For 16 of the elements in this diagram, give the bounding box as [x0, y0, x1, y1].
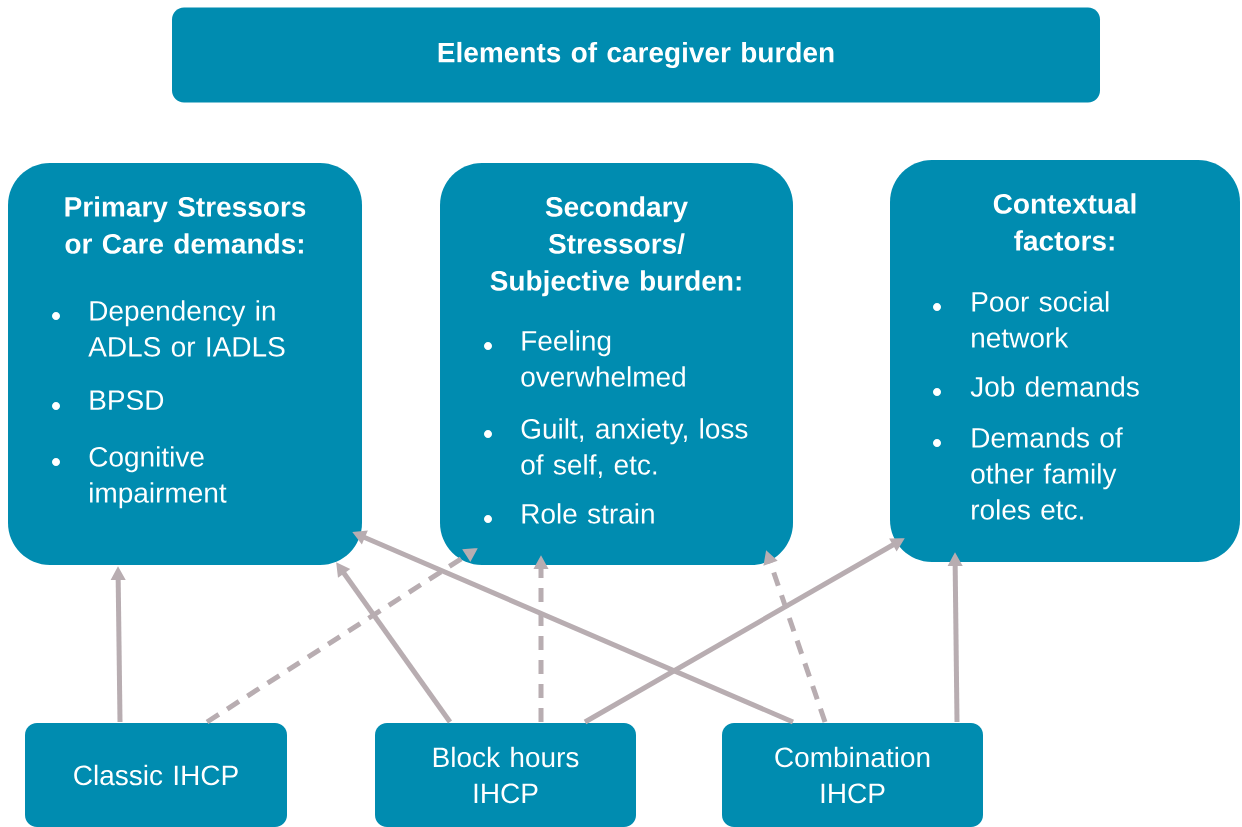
bullet-item: Guilt, anxiety, loss of self, etc.: [484, 418, 748, 479]
bullet-item: Role strain: [484, 503, 654, 524]
category-box: Secondary Stressors/ Subjective burden: Feeling overwhelmed Guilt, anxiety, loss of self, etc. Role strain: [440, 163, 793, 565]
plan-box: Block hours IHCP: [375, 723, 636, 827]
bullet-item: Feeling overwhelmed: [484, 330, 685, 387]
plan-box: Classic IHCP: [25, 723, 287, 827]
category-box: Primary Stressors or Care demands: Dependency in ADLS or IADLS BPSD Cognitive impairment: [8, 163, 362, 565]
category-box: Contextual factors: Poor social network Job demands Demands of other family roles etc.: [890, 160, 1240, 562]
bullet-item: Dependency in ADLS or IADLS: [52, 300, 285, 357]
bullet-item: Job demands: [933, 376, 1139, 397]
bullet-item: Demands of other family roles etc.: [933, 427, 1123, 520]
plan-box: Combination IHCP: [722, 723, 983, 827]
bullet-item: Poor social network: [933, 291, 1109, 348]
bullet-item: BPSD: [52, 390, 164, 410]
bullet-item: Cognitive impairment: [52, 446, 227, 509]
title-banner: Elements of caregiver burden: [172, 7, 1100, 103]
